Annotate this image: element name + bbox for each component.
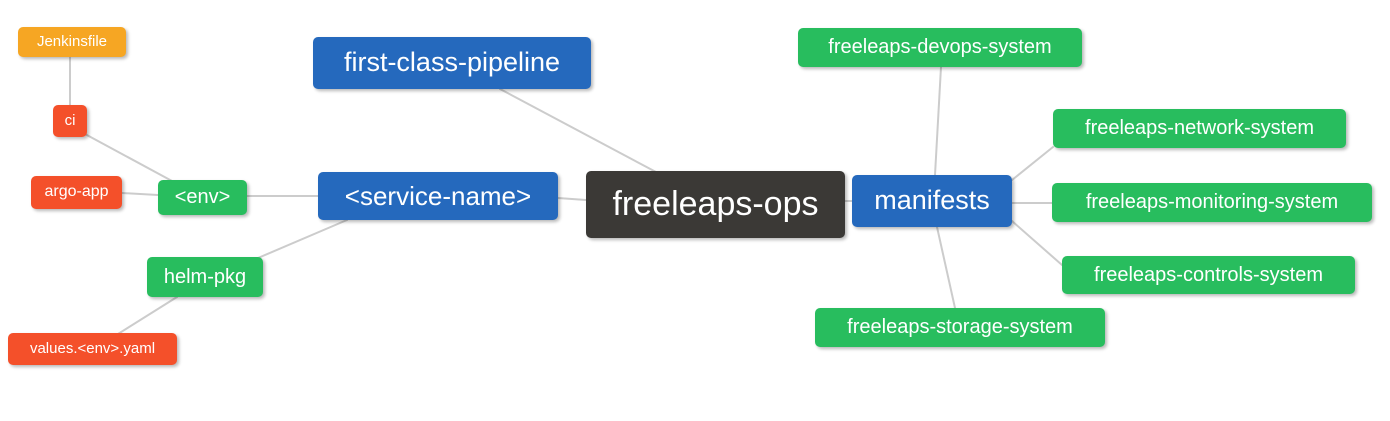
edge-service-name-to-freeleaps-ops — [557, 197, 587, 201]
edge-argo-app-to-env — [121, 192, 159, 196]
node-monitoring-system[interactable]: freeleaps-monitoring-system — [1052, 183, 1372, 222]
edge-ci-to-env — [84, 133, 173, 182]
node-label-argo-app: argo-app — [44, 183, 109, 200]
node-label-ci: ci — [64, 112, 76, 129]
node-label-env: <env> — [174, 186, 231, 208]
edge-helm-pkg-to-values-env-yaml — [117, 296, 178, 335]
node-helm-pkg[interactable]: helm-pkg — [147, 257, 263, 297]
node-label-helm-pkg: helm-pkg — [163, 265, 247, 288]
node-label-freeleaps-ops: freeleaps-ops — [612, 185, 819, 223]
edge-manifests-to-controls-system — [1011, 220, 1063, 266]
node-devops-system[interactable]: freeleaps-devops-system — [798, 28, 1082, 67]
edge-manifests-to-storage-system — [936, 226, 956, 309]
node-label-values-env-yaml: values.<env>.yaml — [29, 340, 156, 357]
node-argo-app[interactable]: argo-app — [31, 176, 122, 209]
node-first-class-pipeline[interactable]: first-class-pipeline — [313, 37, 591, 89]
node-label-devops-system: freeleaps-devops-system — [828, 36, 1052, 58]
node-label-manifests: manifests — [874, 185, 990, 215]
node-freeleaps-ops[interactable]: freeleaps-ops — [586, 171, 845, 238]
edge-first-class-pipeline-to-freeleaps-ops — [499, 88, 657, 173]
node-label-network-system: freeleaps-network-system — [1085, 117, 1314, 139]
node-label-monitoring-system: freeleaps-monitoring-system — [1085, 191, 1339, 213]
node-ci[interactable]: ci — [53, 105, 87, 137]
edge-service-name-to-helm-pkg — [257, 219, 348, 259]
node-label-first-class-pipeline: first-class-pipeline — [343, 47, 561, 77]
node-manifests[interactable]: manifests — [852, 175, 1012, 227]
node-service-name[interactable]: <service-name> — [318, 172, 558, 220]
node-values-env-yaml[interactable]: values.<env>.yaml — [8, 333, 177, 365]
node-jenkinsfile[interactable]: Jenkinsfile — [18, 27, 126, 57]
node-storage-system[interactable]: freeleaps-storage-system — [815, 308, 1105, 347]
node-label-jenkinsfile: Jenkinsfile — [36, 33, 108, 50]
node-label-service-name: <service-name> — [344, 180, 532, 211]
node-env[interactable]: <env> — [158, 180, 247, 215]
node-network-system[interactable]: freeleaps-network-system — [1053, 109, 1346, 148]
node-label-storage-system: freeleaps-storage-system — [847, 316, 1073, 338]
node-label-controls-system: freeleaps-controls-system — [1094, 263, 1323, 286]
edge-manifests-to-network-system — [1011, 146, 1054, 181]
edge-manifests-to-devops-system — [934, 66, 942, 176]
node-controls-system[interactable]: freeleaps-controls-system — [1062, 256, 1355, 294]
